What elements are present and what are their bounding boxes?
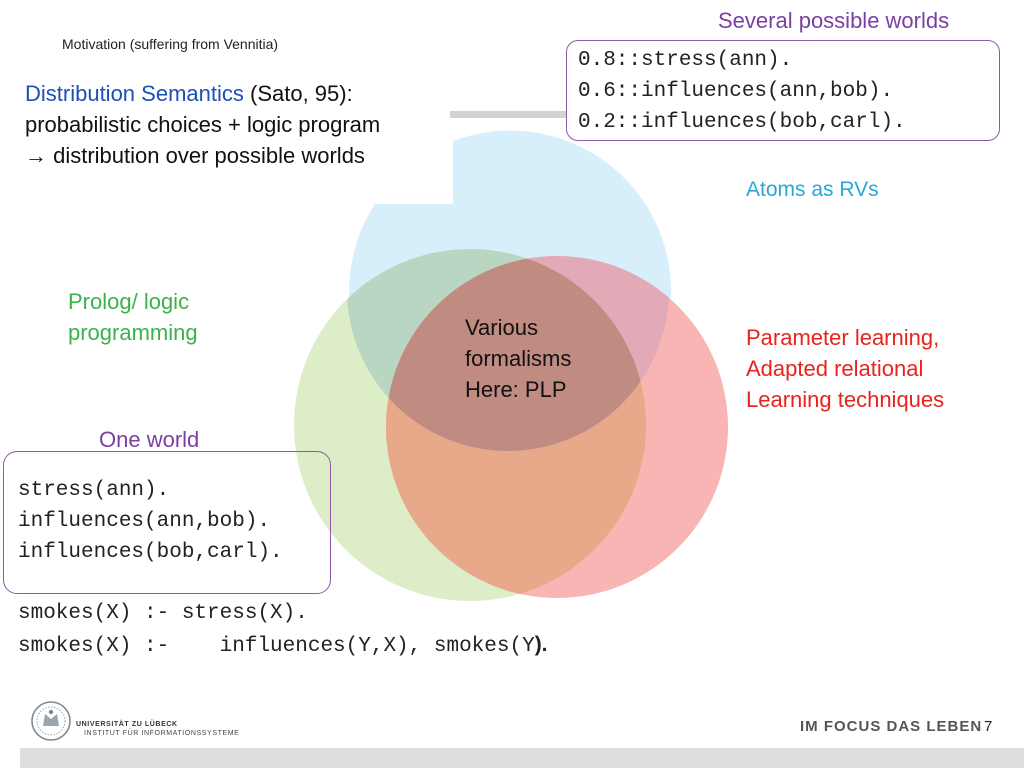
smokes-rules: smokes(X) :- stress(X). smokes(X) :- infl…: [18, 598, 548, 662]
several-worlds-title: Several possible worlds: [718, 8, 950, 33]
prolog-label: Prolog/ logic programming: [68, 286, 198, 348]
footer-bar: [20, 748, 1024, 768]
decorative-bar: [450, 111, 568, 118]
prolog-label-line: programming: [68, 320, 198, 345]
param-label-line: Adapted relational: [746, 356, 924, 381]
distribution-semantics-term: Distribution Semantics: [25, 81, 244, 106]
rule-line-1: smokes(X) :- stress(X).: [18, 602, 308, 625]
university-name: UNIVERSITÄT ZU LÜBECK INSTITUT FÜR INFOR…: [76, 720, 239, 738]
intro-line-2: probabilistic choices + logic program: [25, 112, 381, 137]
param-label-line: Learning techniques: [746, 387, 945, 412]
one-world-box: [3, 451, 331, 594]
center-label-line: Various: [465, 315, 538, 340]
prolog-label-line: Prolog/ logic: [68, 289, 190, 314]
rule-line-2-code: smokes(X) :- influences(Y,X), smokes(Y: [18, 635, 535, 658]
slide-subtitle: Motivation (suffering from Vennitia): [62, 36, 279, 52]
atoms-as-rvs-label: Atoms as RVs: [746, 178, 879, 201]
venn-center-label: Various formalisms Here: PLP: [465, 312, 571, 405]
intro-line-3: → distribution over possible worlds: [25, 143, 365, 168]
prob-fact-line: 0.2::influences(bob,carl).: [578, 111, 906, 134]
rule-line-2: smokes(X) :- influences(Y,X), smokes(Y).: [18, 629, 548, 662]
param-label-line: Parameter learning,: [746, 325, 940, 350]
rule-line-2-end: ).: [534, 633, 548, 656]
institute-line: INSTITUT FÜR INFORMATIONSSYSTEME: [84, 730, 240, 737]
prob-fact-line: 0.8::stress(ann).: [578, 49, 793, 72]
university-line: UNIVERSITÄT ZU LÜBECK: [76, 721, 178, 728]
page-number: 7: [984, 718, 993, 735]
fact-line: influences(bob,carl).: [18, 541, 283, 564]
university-seal-icon: [31, 701, 71, 741]
intro-line-1: Distribution Semantics (Sato, 95):: [25, 78, 380, 109]
one-world-facts: stress(ann). influences(ann,bob). influenc…: [18, 475, 283, 568]
prob-fact-line: 0.6::influences(ann,bob).: [578, 80, 894, 103]
intro-text: Distribution Semantics (Sato, 95): proba…: [25, 78, 380, 171]
parameter-learning-label: Parameter learning, Adapted relational L…: [746, 322, 944, 415]
fact-line: stress(ann).: [18, 479, 170, 502]
center-label-line: Here: PLP: [465, 377, 567, 402]
fact-line: influences(ann,bob).: [18, 510, 271, 533]
footer-motto: IM FOCUS DAS LEBEN: [800, 718, 983, 735]
several-worlds-box: 0.8::stress(ann).0.6::influences(ann,bob…: [566, 40, 1000, 141]
center-label-line: formalisms: [465, 346, 572, 371]
citation: (Sato, 95):: [243, 81, 353, 106]
one-world-title: One world: [99, 427, 200, 452]
